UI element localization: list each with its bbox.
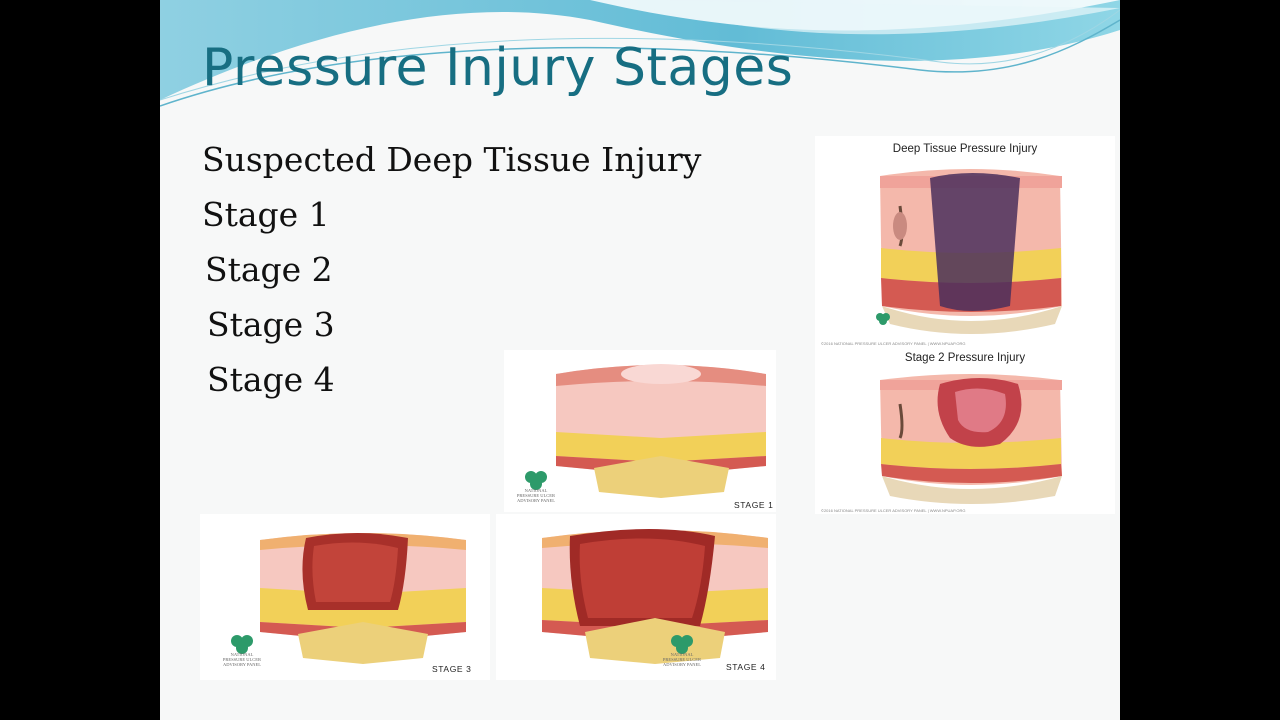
list-item-stage-4: Stage 4: [207, 360, 335, 399]
stage-3-label: STAGE 3: [432, 664, 472, 674]
stage-2-cube-image: [880, 374, 1062, 504]
npuap-logo: [671, 635, 693, 654]
npuap-logo-text: NATIONAL PRESSURE ULCER ADVISORY PANEL: [222, 652, 262, 667]
deep-tissue-copyright: ©2016 NATIONAL PRESSURE ULCER ADVISORY P…: [821, 341, 966, 346]
page-title: Pressure Injury Stages: [202, 38, 794, 98]
npuap-logo: [231, 635, 253, 654]
stage-4-illustration: NATIONAL PRESSURE ULCER ADVISORY PANEL S…: [496, 514, 776, 680]
stage-2-copyright: ©2016 NATIONAL PRESSURE ULCER ADVISORY P…: [821, 508, 966, 513]
stage-1-cube-image: [556, 364, 766, 498]
stage-2-image-title: Stage 2 Pressure Injury: [904, 352, 1026, 364]
deep-tissue-image-title: Deep Tissue Pressure Injury: [892, 143, 1038, 155]
header-wave-decoration: [160, 0, 1120, 107]
stage-2-illustration: Stage 2 Pressure Injury ©2016 NATIONAL P…: [815, 348, 1115, 514]
npuap-logo-caption: NATIONAL PRESSURE ULCER ADVISORY PANEL: [516, 488, 556, 503]
stage-4-label: STAGE 4: [726, 662, 766, 672]
stage-1-label: STAGE 1: [734, 500, 774, 510]
stage-list: Suspected Deep Tissue Injury Stage 1 Sta…: [202, 132, 701, 407]
stage-3-illustration: NATIONAL PRESSURE ULCER ADVISORY PANEL S…: [200, 514, 490, 680]
list-item-stage-1: Stage 1: [202, 195, 330, 234]
list-item-stage-2: Stage 2: [205, 250, 333, 289]
list-item-deep-tissue: Suspected Deep Tissue Injury: [202, 140, 702, 179]
npuap-logo-caption: NATIONAL PRESSURE ULCER ADVISORY PANEL: [222, 652, 262, 667]
deep-tissue-cube-image: [880, 169, 1062, 334]
stage-4-cube-image: [542, 529, 768, 664]
stage-1-illustration: NATIONAL PRESSURE ULCER ADVISORY PANEL S…: [504, 350, 776, 512]
list-item-stage-3: Stage 3: [207, 305, 335, 344]
slide: Pressure Injury Stages Suspected Deep Ti…: [160, 0, 1120, 720]
npuap-logo-text: NATIONAL PRESSURE ULCER ADVISORY PANEL: [516, 488, 556, 503]
npuap-logo-caption: NATIONAL PRESSURE ULCER ADVISORY PANEL: [662, 652, 702, 667]
npuap-logo-text: NATIONAL PRESSURE ULCER ADVISORY PANEL: [662, 652, 702, 667]
deep-tissue-injury-illustration: Deep Tissue Pressure Injury ©2016 NATION…: [815, 136, 1115, 348]
npuap-logo: [525, 471, 547, 490]
stage-3-cube-image: [260, 533, 466, 664]
npuap-logo: [876, 313, 890, 325]
